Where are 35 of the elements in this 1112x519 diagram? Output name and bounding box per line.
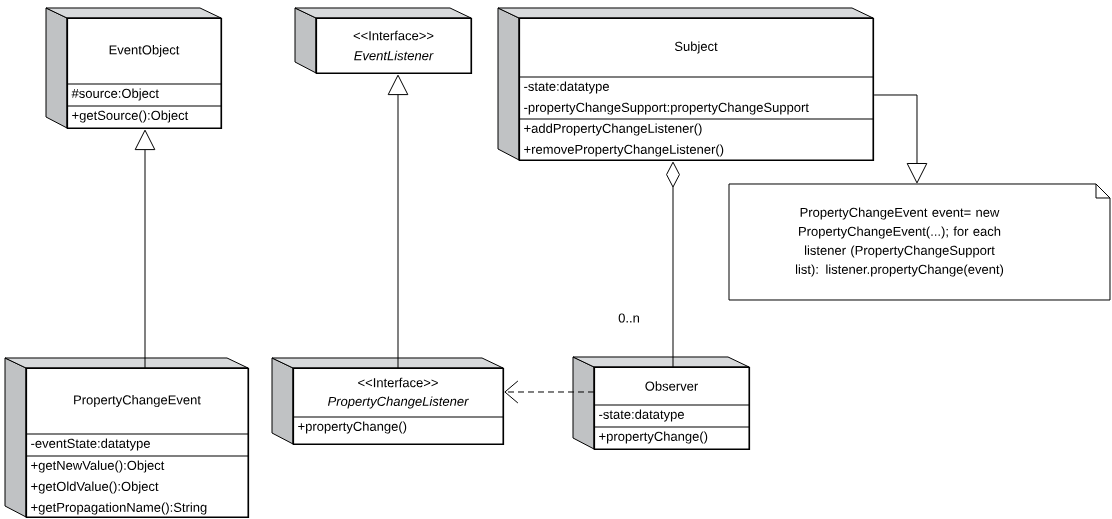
member-text: +propertyChange() <box>599 431 708 444</box>
member-text: -eventState:datatype <box>31 438 150 451</box>
member-text: +getOldValue():Object <box>31 481 159 494</box>
class-name: Observer <box>645 381 698 391</box>
class-box <box>4 357 250 519</box>
connector-line <box>873 94 928 184</box>
member-text: -state:datatype <box>599 409 684 422</box>
stereotype-label: <<Interface>> <box>353 30 434 41</box>
member-text: +removePropertyChangeListener() <box>524 144 724 157</box>
class-box <box>271 357 505 446</box>
note-text: PropertyChangeEvent event= new PropertyChangeEvent(...); for each listener (PropertyChangeSupport list): listener.propertyChange(event) <box>795 207 1004 277</box>
member-text: +getPropagationName():String <box>31 502 207 515</box>
member-text: #source:Object <box>71 88 159 101</box>
note-box <box>728 183 1111 301</box>
multiplicity-label: 0..n <box>617 312 641 324</box>
member-text: -state:datatype <box>524 81 609 94</box>
stereotype-label: <<Interface>> <box>358 377 438 388</box>
member-text: +getNewValue():Object <box>31 460 165 473</box>
member-text: +propertyChange() <box>298 421 407 434</box>
class-box <box>497 7 875 162</box>
class-box <box>45 7 223 130</box>
class-box <box>572 356 751 451</box>
member-text: -propertyChangeSupport:propertyChangeSupport <box>524 102 809 115</box>
class-name: PropertyChangeEvent <box>74 394 201 408</box>
connector-line <box>666 161 680 368</box>
class-name: Subject <box>674 41 718 54</box>
connector-line <box>387 74 409 369</box>
connector-line <box>134 129 156 369</box>
class-name: EventListener <box>354 50 434 61</box>
class-name: PropertyChangeListener <box>327 396 469 409</box>
connector-line <box>504 380 595 404</box>
class-name: EventObject <box>109 44 180 58</box>
member-text: +getSource():Object <box>72 110 189 123</box>
member-text: +addPropertyChangeListener() <box>524 123 702 136</box>
class-box <box>294 7 473 75</box>
